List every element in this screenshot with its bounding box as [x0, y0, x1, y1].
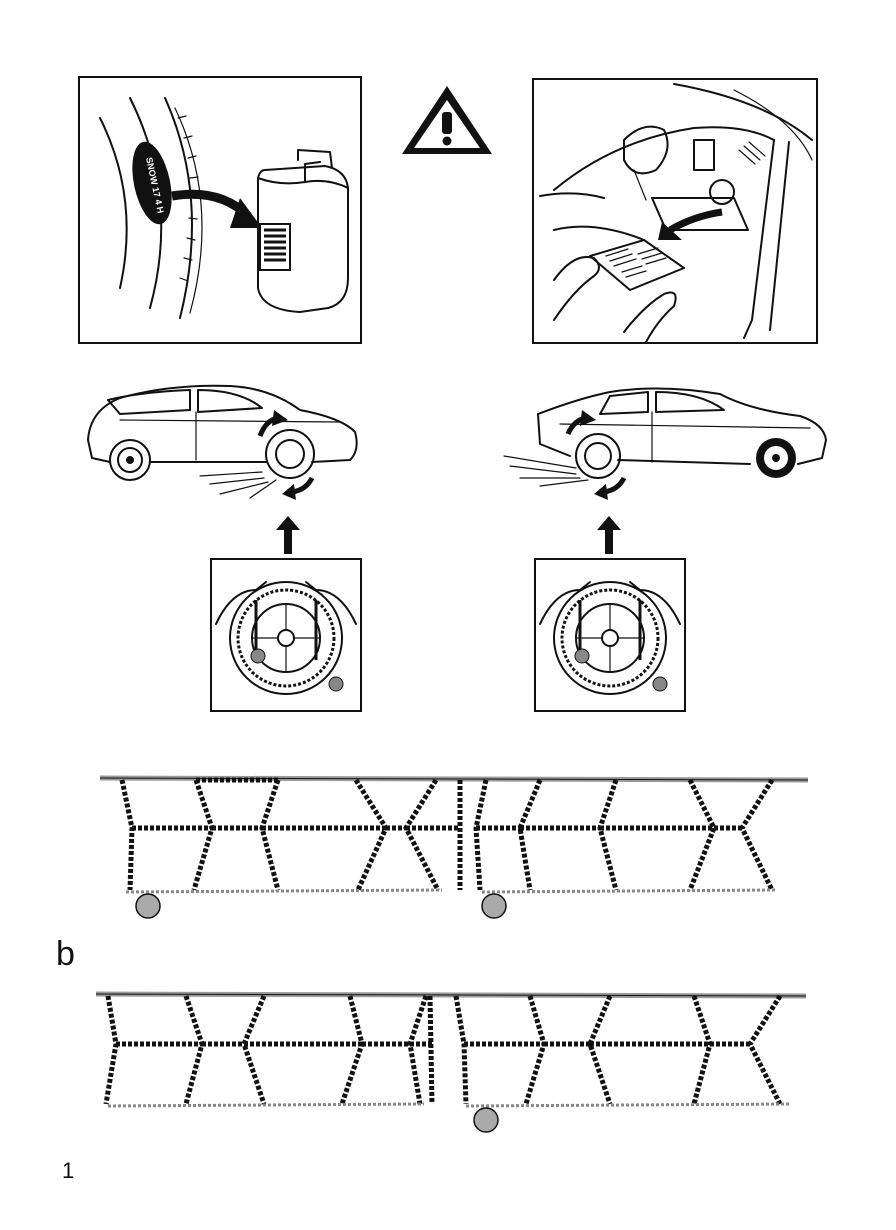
sedan-car-illustration	[500, 384, 830, 500]
section-label-b: b	[56, 934, 75, 974]
chain-fitting-panel-left	[210, 558, 362, 712]
chain-fitting-panel-right	[534, 558, 686, 712]
warning-triangle-icon	[398, 82, 496, 158]
wheel-with-chain-illustration	[536, 560, 684, 710]
arrow-up-icon	[276, 516, 300, 554]
tire-to-box-illustration: SNOW 17 4 H	[80, 78, 360, 342]
wheel-with-chain-illustration	[212, 560, 360, 710]
arrow-up-icon	[597, 516, 621, 554]
chain-layout-b	[90, 984, 812, 1134]
page-number: 1	[62, 1158, 74, 1184]
hatchback-car-illustration	[80, 380, 370, 502]
chain-layout-a	[96, 768, 812, 928]
manual-glovebox-panel	[532, 78, 818, 344]
tire-size-panel: SNOW 17 4 H	[78, 76, 362, 344]
car-interior-illustration	[534, 80, 816, 342]
